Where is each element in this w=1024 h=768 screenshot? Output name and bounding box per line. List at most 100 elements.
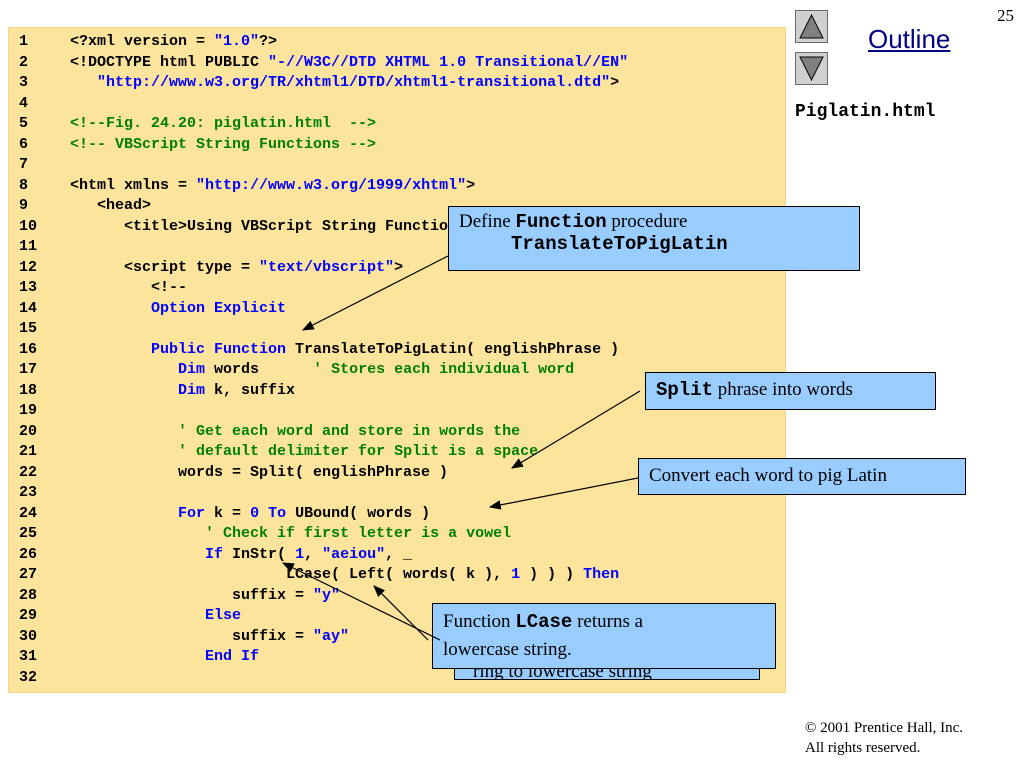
code-token: , _ — [385, 545, 413, 563]
code-text: Option Explicit — [70, 299, 286, 319]
code-token: <head> — [70, 197, 152, 214]
copyright-text: © 2001 Prentice Hall, Inc. — [805, 720, 964, 736]
code-text: "http://www.w3.org/TR/xhtml1/DTD/xhtml1-… — [70, 73, 619, 93]
code-text: suffix = "y" — [70, 586, 340, 606]
line-number: 30 — [19, 627, 38, 645]
line-number: 7 — [19, 156, 29, 173]
arrow-convert — [488, 477, 639, 510]
line-number: 1 — [19, 33, 29, 50]
code-token: ' Get each word and store in words the — [178, 422, 521, 440]
line-number: 2 — [19, 53, 29, 71]
line-number: 23 — [19, 484, 38, 501]
file-name-label: Piglatin.html — [795, 102, 936, 122]
line-number: 29 — [19, 607, 38, 624]
code-text: Public Function TranslateToPigLatin( eng… — [70, 340, 619, 360]
code-text: <?xml version = "1.0"?> — [70, 32, 277, 52]
code-token: > — [394, 258, 404, 276]
line-number: 15 — [19, 320, 38, 337]
arrow-lcase-call — [373, 585, 429, 641]
line-number: 5 — [19, 115, 29, 132]
code-text: End If — [70, 647, 259, 667]
line-number: 6 — [19, 135, 29, 153]
code-token: suffix = — [70, 627, 314, 645]
callout-split: Split phrase into words — [645, 372, 936, 410]
next-slide-button[interactable] — [795, 52, 828, 85]
code-listing-panel: 1 <?xml version = "1.0"?> 2 <!DOCTYPE html … — [8, 27, 786, 693]
callout-lcase-code: LCase — [515, 611, 573, 633]
line-number: 9 — [19, 197, 29, 214]
code-token: <!--Fig. 24.20: piglatin.html --> — [70, 115, 377, 132]
line-number: 28 — [19, 586, 38, 604]
previous-slide-button[interactable] — [795, 10, 828, 43]
line-number: 27 — [19, 566, 38, 583]
triangle-up-icon — [799, 13, 824, 39]
code-token: <!-- — [70, 279, 188, 296]
code-token: ' default delimiter for Split is a space — [178, 443, 539, 460]
line-number: 22 — [19, 463, 38, 481]
line-number: 25 — [19, 525, 38, 542]
line-number: 32 — [19, 668, 38, 686]
code-token: If — [205, 545, 224, 563]
line-number: 21 — [19, 443, 38, 460]
code-token: > — [610, 74, 620, 91]
code-text: <head> — [70, 196, 151, 216]
callout-lcase-suffix: returns a — [572, 611, 644, 632]
code-text: LCase( Left( words( k ), 1 ) ) ) Then — [70, 565, 619, 585]
callout-convert-text: Convert each word to pig Latin — [649, 465, 887, 486]
callout-lcase-prefix: Function — [443, 611, 516, 632]
line-number: 10 — [19, 217, 38, 235]
code-token: UBound( words ) — [286, 504, 431, 522]
line-number: 20 — [19, 422, 38, 440]
code-text: ' default delimiter for Split is a space — [70, 442, 538, 462]
line-number: 26 — [19, 545, 38, 563]
callout-lcase: Function LCase returns a lowercase strin… — [432, 603, 776, 669]
code-token: "ay" — [313, 627, 350, 645]
code-token: "aeiou" — [322, 545, 386, 563]
code-token: ?> — [259, 33, 278, 50]
code-token: <!-- VBScript String Functions --> — [70, 135, 377, 153]
outline-link[interactable]: Outline — [868, 24, 951, 54]
code-token: words = Split( englishPhrase ) — [70, 463, 449, 481]
code-token: To — [268, 504, 287, 522]
code-token: "text/vbscript" — [259, 258, 395, 276]
line-number: 13 — [19, 279, 38, 296]
code-text: words = Split( englishPhrase ) — [70, 463, 448, 483]
code-token: > — [466, 176, 476, 194]
copyright-footer: © 2001 Prentice Hall, Inc. All rights re… — [805, 718, 963, 758]
line-number: 3 — [19, 74, 29, 91]
triangle-down-icon — [799, 56, 824, 82]
code-token: Option Explicit — [151, 299, 287, 317]
code-token: Public Function — [151, 340, 287, 358]
code-token: <script type = — [70, 258, 260, 276]
code-token: For — [178, 504, 206, 522]
callout-define-function: Define Function procedure TranslateToPig… — [448, 206, 860, 271]
code-token: 1 — [295, 545, 305, 563]
code-text: <!DOCTYPE html PUBLIC "-//W3C//DTD XHTML… — [70, 53, 628, 73]
arrow-split — [510, 390, 641, 469]
code-text: Dim words ' Stores each individual word — [70, 360, 574, 380]
arrow-lcase-instr — [281, 562, 441, 641]
line-number: 18 — [19, 381, 38, 399]
code-text: <html xmlns = "http://www.w3.org/1999/xh… — [70, 176, 475, 196]
code-token: <!DOCTYPE html PUBLIC — [70, 53, 269, 71]
code-token: Dim — [178, 361, 206, 378]
callout-define-function-name: TranslateToPigLatin — [511, 233, 728, 255]
code-text: <!-- — [70, 278, 187, 298]
code-token: words — [205, 361, 314, 378]
code-token: k = — [205, 504, 251, 522]
callout-split-suffix: phrase into words — [713, 379, 853, 400]
line-number: 12 — [19, 258, 38, 276]
code-token: Then — [583, 566, 620, 583]
line-number: 11 — [19, 238, 38, 255]
code-token: Else — [205, 607, 242, 624]
callout-define-prefix: Define — [459, 211, 516, 232]
callout-define-suffix: procedure — [606, 211, 688, 232]
code-text: Else — [70, 606, 241, 626]
line-number: 14 — [19, 299, 38, 317]
code-token: "1.0" — [214, 33, 260, 50]
code-token: "http://www.w3.org/1999/xhtml" — [196, 176, 467, 194]
line-number: 24 — [19, 504, 38, 522]
arrow-define-function — [301, 255, 449, 331]
code-text: <!--Fig. 24.20: piglatin.html --> — [70, 114, 376, 134]
